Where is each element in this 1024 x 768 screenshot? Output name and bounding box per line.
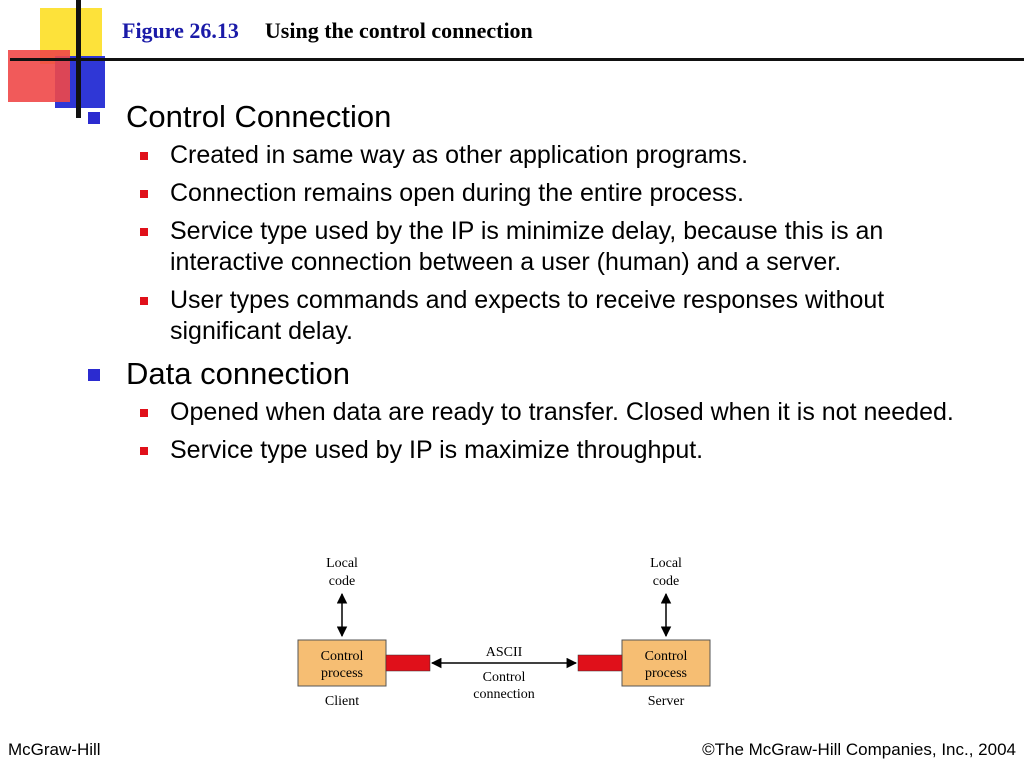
sub-bullet: Created in same way as other application… xyxy=(88,140,958,171)
client-connector xyxy=(385,654,431,672)
square-bullet-icon xyxy=(140,447,148,455)
sub-bullet-list: Created in same way as other application… xyxy=(88,140,958,347)
sub-bullet-text: Created in same way as other application… xyxy=(170,141,749,169)
bullet-control-connection: Control Connection xyxy=(88,98,958,136)
figure-number: Figure 26.13 xyxy=(122,18,239,43)
sub-bullet: Opened when data are ready to transfer. … xyxy=(88,397,958,428)
sub-bullet: User types commands and expects to recei… xyxy=(88,285,958,347)
square-bullet-icon xyxy=(140,228,148,236)
left-code-label: code xyxy=(329,574,355,589)
footer-publisher: McGraw-Hill xyxy=(8,740,101,759)
sub-bullet: Connection remains open during the entir… xyxy=(88,178,958,209)
square-bullet-icon xyxy=(88,369,100,381)
sub-bullet-text: User types commands and expects to recei… xyxy=(170,286,885,345)
sub-bullet-text: Connection remains open during the entir… xyxy=(170,179,744,207)
sub-bullet-text: Service type used by IP is maximize thro… xyxy=(170,436,704,464)
sub-bullet-text: Opened when data are ready to transfer. … xyxy=(170,398,954,426)
bullet-text: Control Connection xyxy=(126,99,392,134)
square-bullet-icon xyxy=(88,112,100,124)
slide-title: Figure 26.13 Using the control connection xyxy=(122,18,533,44)
bullet-text: Data connection xyxy=(126,356,351,391)
client-control-process-box xyxy=(297,639,387,687)
server-control-process-box xyxy=(621,639,711,687)
bullet-content: Control Connection Created in same way a… xyxy=(88,98,958,474)
bullet-data-connection: Data connection xyxy=(88,355,958,393)
sub-bullet: Service type used by the IP is minimize … xyxy=(88,216,958,278)
ascii-label: ASCII xyxy=(486,645,523,660)
sub-bullet: Service type used by IP is maximize thro… xyxy=(88,435,958,466)
figure-caption: Using the control connection xyxy=(264,18,533,43)
server-label: Server xyxy=(648,694,685,709)
connection-label: connection xyxy=(473,687,534,702)
footer-copyright: ©The McGraw-Hill Companies, Inc., 2004 xyxy=(702,740,1016,759)
square-bullet-icon xyxy=(140,190,148,198)
server-box-text: process xyxy=(645,666,687,681)
client-box-text: process xyxy=(321,666,363,681)
square-bullet-icon xyxy=(140,409,148,417)
client-box-text: Control xyxy=(321,649,364,664)
sub-bullet-text: Service type used by the IP is minimize … xyxy=(170,217,884,276)
right-local-label: Local xyxy=(650,556,682,571)
decor-horizontal-line xyxy=(10,58,1024,61)
square-bullet-icon xyxy=(140,152,148,160)
control-connection-diagram: Local code Local code Control process Cl… xyxy=(297,556,711,709)
server-box-text: Control xyxy=(645,649,688,664)
sub-bullet-list: Opened when data are ready to transfer. … xyxy=(88,397,958,466)
connection-label: Control xyxy=(483,670,526,685)
right-code-label: code xyxy=(653,574,679,589)
left-local-label: Local xyxy=(326,556,358,571)
client-label: Client xyxy=(325,694,359,709)
square-bullet-icon xyxy=(140,297,148,305)
server-connector xyxy=(577,654,623,672)
